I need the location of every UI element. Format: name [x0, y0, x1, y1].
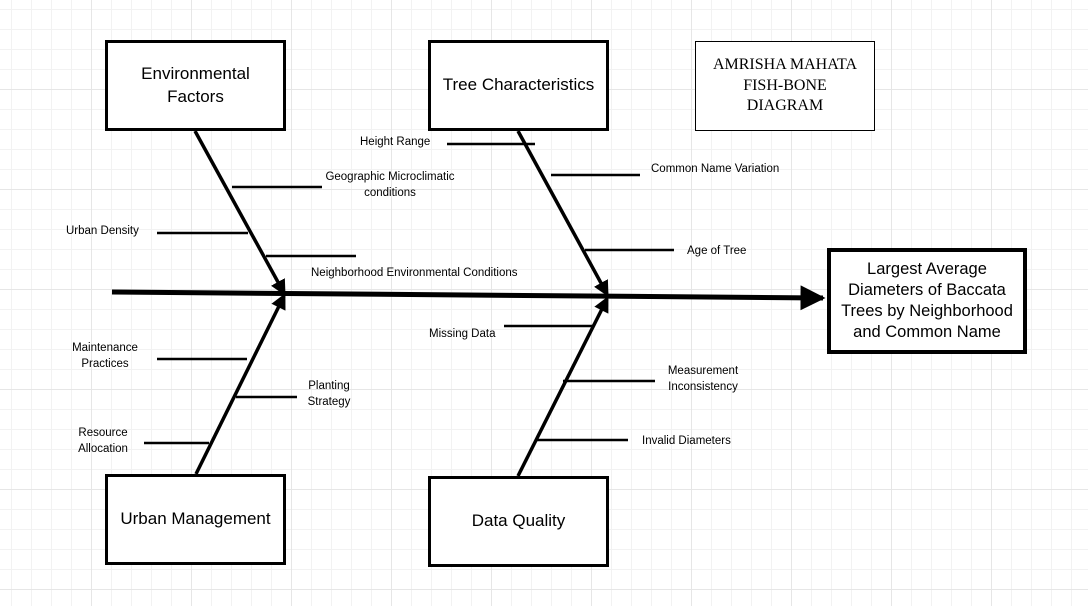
cause-invalid-diameters: Invalid Diameters: [642, 435, 731, 447]
cause-resource-allocation: Resource Allocation: [78, 427, 128, 455]
category-environmental-label: Environmental Factors: [141, 64, 250, 106]
effect-box: Largest Average Diameters of Baccata Tre…: [827, 248, 1027, 354]
cause-measurement-inconsistency: Measurement Inconsistency: [667, 365, 739, 393]
cause-neighborhood-environmental: Neighborhood Environmental Conditions: [311, 267, 518, 279]
category-urban-label: Urban Management: [120, 509, 271, 529]
bone-urban: [194, 293, 286, 475]
cause-maintenance-practices: Maintenance Practices: [72, 342, 138, 370]
category-tree-label: Tree Characteristics: [442, 75, 595, 95]
spine-arrow: [111, 285, 826, 311]
category-urban-management: Urban Management: [105, 474, 286, 565]
bone-environmental: [193, 130, 286, 296]
cause-height-range: Height Range: [360, 136, 431, 148]
category-data-quality-label: Data Quality: [471, 511, 566, 531]
category-tree-characteristics: Tree Characteristics: [428, 40, 609, 131]
cause-geographic-microclimatic: Geographic Microclimatic conditions: [325, 171, 455, 199]
diagram-title-box: AMRISHA MAHATA FISH-BONE DIAGRAM: [695, 41, 875, 131]
category-environmental-factors: Environmental Factors: [105, 40, 286, 131]
cause-common-name-variation: Common Name Variation: [651, 163, 780, 175]
bone-tree: [516, 130, 609, 297]
cause-missing-data: Missing Data: [429, 328, 496, 340]
cause-urban-density: Urban Density: [66, 225, 139, 237]
cause-planting-strategy: Planting Strategy: [307, 380, 351, 408]
diagram-title: AMRISHA MAHATA FISH-BONE DIAGRAM: [712, 56, 858, 115]
category-data-quality: Data Quality: [428, 476, 609, 567]
effect-label: Largest Average Diameters of Baccata Tre…: [841, 259, 1013, 342]
cause-age-of-tree: Age of Tree: [687, 245, 747, 257]
bone-data-quality: [516, 296, 609, 477]
